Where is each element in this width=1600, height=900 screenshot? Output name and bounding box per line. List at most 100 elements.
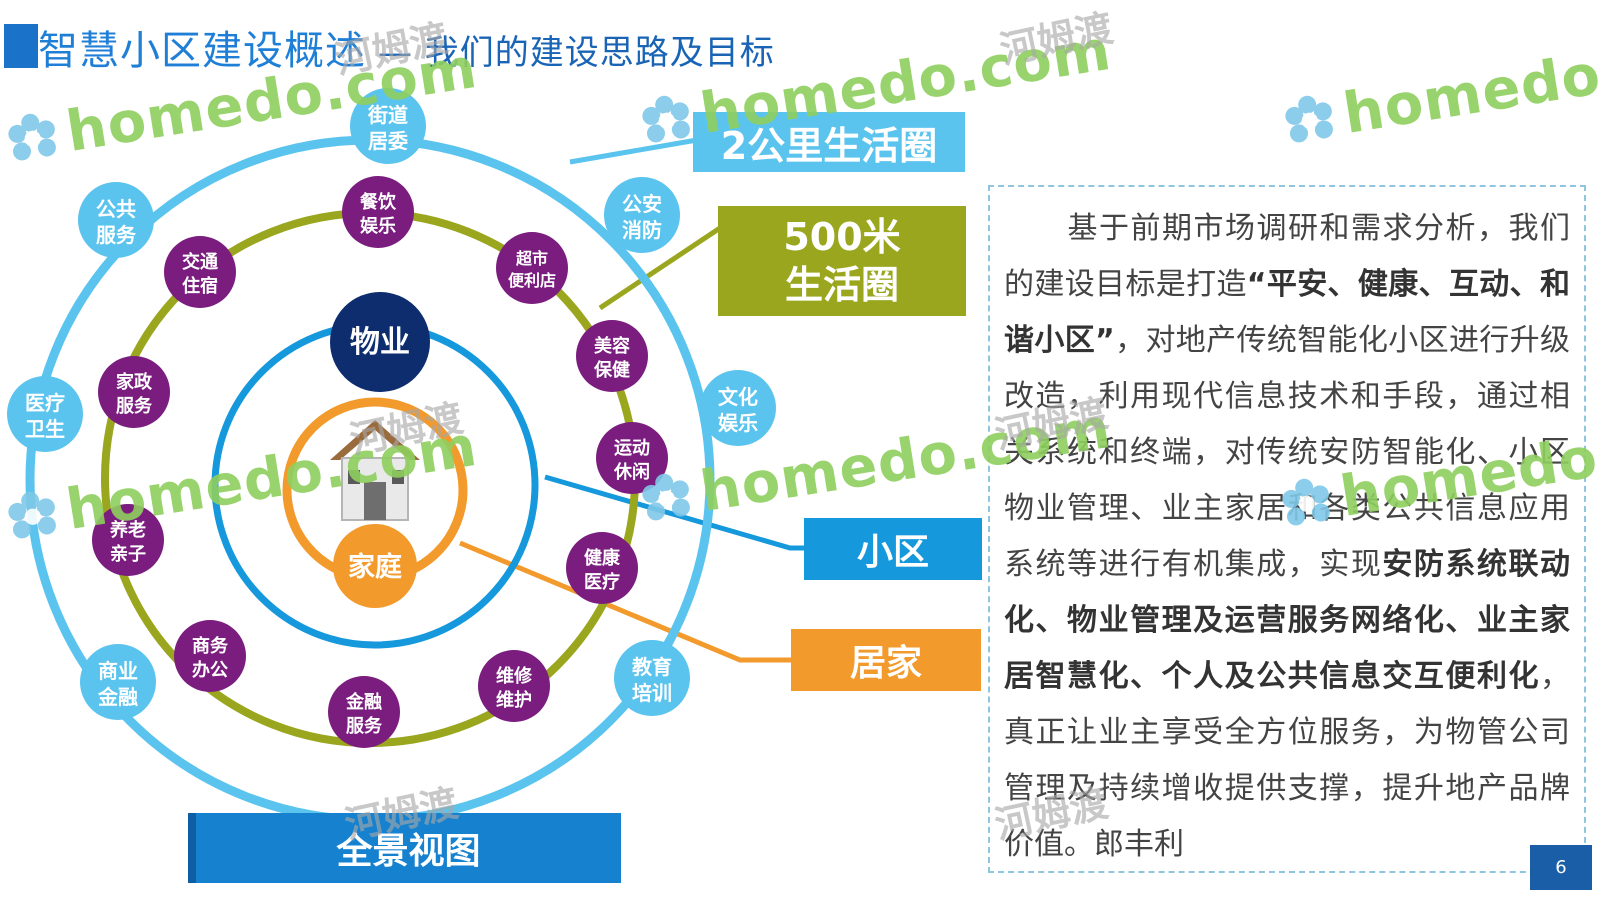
middle-node-circle — [328, 676, 400, 748]
property-node: 物业 — [330, 292, 430, 392]
flower-icon — [1282, 478, 1330, 525]
watermark-logo: homedo.com — [1, 36, 482, 175]
label-community: 小区 — [804, 518, 982, 580]
flower-icon — [642, 95, 690, 142]
middle-node-label: 休闲 — [613, 461, 650, 483]
middle-node-label: 便利店 — [508, 271, 556, 290]
middle-node-label: 医疗 — [584, 571, 620, 593]
watermark-logo: homedo.com — [1275, 401, 1600, 540]
connector-2km — [569, 137, 698, 165]
connector-home — [459, 540, 792, 663]
middle-node-label: 服务 — [346, 715, 383, 737]
middle-node-label: 超市 — [515, 249, 548, 268]
outer-node-circle — [614, 640, 690, 716]
outer-node-circle — [350, 88, 426, 164]
property-label: 物业 — [350, 325, 410, 360]
page-title: 智慧小区建设概述 — 我们的建设思路及目标 — [38, 18, 775, 76]
title-sub: — 我们的建设思路及目标 — [378, 33, 775, 73]
middle-node-label: 维护 — [496, 689, 532, 711]
house-icon — [330, 420, 420, 521]
middle-node-circle — [164, 236, 236, 308]
outer-node-circle — [604, 177, 680, 253]
outer-node-label: 金融 — [97, 685, 138, 709]
outer-node-label: 居委 — [368, 129, 408, 153]
middle-node-circle — [576, 320, 648, 392]
label-home: 居家 — [791, 629, 981, 691]
connector-community — [544, 474, 806, 551]
middle-node-label: 金融 — [345, 691, 382, 713]
family-node: 家庭 — [333, 524, 417, 608]
outer-node-label: 街道 — [367, 103, 408, 127]
middle-node-label: 交通 — [182, 251, 218, 273]
middle-node-label: 服务 — [116, 395, 153, 417]
middle-node-label: 家政 — [116, 371, 153, 393]
watermark-logo: homedo.com — [635, 396, 1116, 535]
middle-nodes: 餐饮娱乐超市便利店美容保健运动休闲健康医疗维修维护金融服务商务办公养老亲子家政服… — [92, 176, 668, 748]
middle-node-circle — [496, 232, 568, 304]
desc-part-1: 基于前期市场调研和需求分析，我们的建设目标是打造 — [1004, 211, 1570, 302]
middle-node-circle — [98, 356, 170, 428]
outer-node-label: 公共 — [96, 197, 136, 221]
watermark-logo: homedo.com — [1278, 18, 1600, 157]
middle-node-label: 餐饮 — [359, 191, 397, 213]
title-main: 智慧小区建设概述 — [38, 28, 366, 74]
middle-node-label: 保健 — [593, 359, 630, 381]
flower-icon — [8, 491, 56, 538]
watermark-logo: homedo.com — [1, 414, 482, 553]
middle-node-label: 住宿 — [182, 275, 218, 297]
desc-part-3: ，真正让业主享受全方位服务，为物管公司管理及持续增收提供支撑，提升地产品牌价值。… — [1004, 659, 1570, 862]
middle-node-label: 美容 — [594, 335, 630, 357]
flower-icon — [8, 113, 56, 160]
connector-500m — [598, 225, 722, 311]
watermark-text: homedo.com — [1339, 17, 1600, 147]
outer-node-circle — [80, 644, 156, 720]
middle-node-circle — [174, 620, 246, 692]
middle-node-label: 养老 — [109, 519, 146, 541]
outer-node-label: 医疗 — [25, 391, 65, 415]
outer-node-label: 消防 — [622, 218, 662, 242]
middle-node-circle — [92, 504, 164, 576]
outer-node-label: 文化 — [718, 385, 758, 409]
desc-bold-1: “平安、健康、互动、和谐小区” — [1004, 267, 1571, 358]
outer-node-circle — [700, 370, 776, 446]
panorama-view-button[interactable]: 全景视图 — [196, 813, 621, 883]
page-number: 6 — [1530, 845, 1592, 890]
middle-node-circle — [342, 176, 414, 248]
middle-node-label: 娱乐 — [360, 215, 396, 237]
outer-node-label: 公安 — [622, 192, 662, 216]
watermark-logo: homedo.com — [635, 18, 1116, 157]
middle-node-circle — [566, 532, 638, 604]
outer-node-label: 卫生 — [25, 417, 65, 441]
label-2km-life-circle: 2公里生活圈 — [693, 112, 965, 172]
desc-bold-2: 安防系统联动化、物业管理及运营服务网络化、业主家居智慧化、个人及公共信息交互便利… — [1004, 547, 1571, 694]
middle-node-label: 健康 — [584, 547, 621, 569]
outer-node-label: 教育 — [632, 655, 672, 679]
outer-node-circle — [78, 182, 154, 258]
outer-node-label: 培训 — [632, 681, 672, 705]
middle-node-label: 维修 — [496, 665, 533, 687]
middle-node-label: 商务 — [192, 635, 229, 657]
family-label: 家庭 — [348, 551, 402, 583]
label-500m-life-circle: 500米 生活圈 — [718, 206, 966, 316]
middle-node-circle — [478, 650, 550, 722]
middle-node-circle — [596, 422, 668, 494]
flower-icon — [1285, 95, 1333, 142]
middle-node-label: 运动 — [614, 438, 650, 459]
